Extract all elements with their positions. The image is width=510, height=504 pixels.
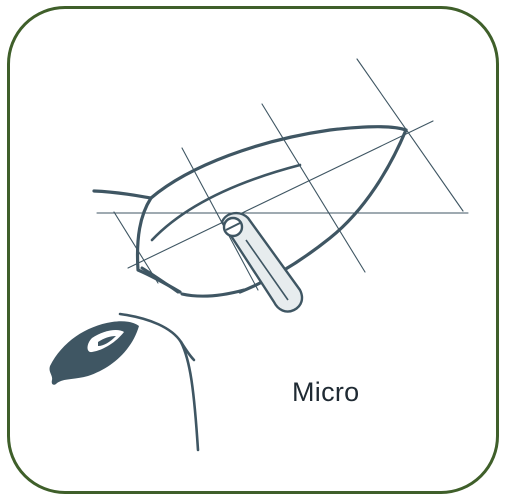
ear-upper-edge [94,127,406,198]
ear-base-curve [142,268,178,292]
clip-ear-tag-icon [222,213,302,312]
product-label: Micro [292,377,360,408]
placement-grid [97,59,468,290]
ear-outline [94,127,406,296]
grid-line-horizontal-2 [128,121,433,268]
eye-icon [50,321,139,385]
eye-shape [50,321,139,385]
grid-line-vertical-4 [357,59,463,211]
ear-lower-lobe [182,290,244,296]
